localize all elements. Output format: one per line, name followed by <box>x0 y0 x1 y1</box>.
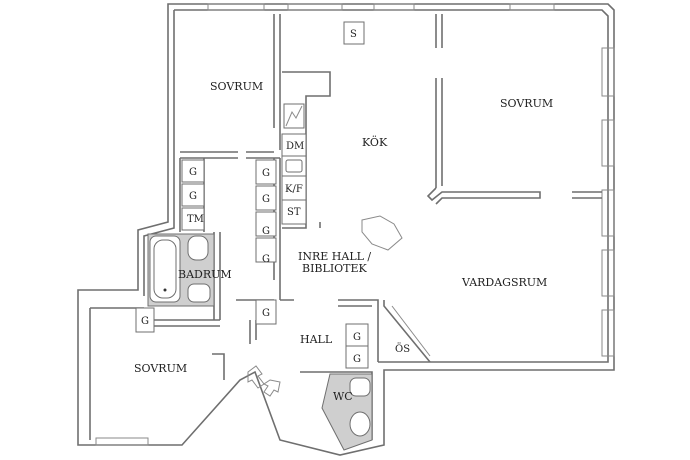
closet-g: G <box>353 332 361 343</box>
room-hall: HALL <box>300 333 333 346</box>
right-windows <box>601 47 615 357</box>
room-sovrum-bottom: SOVRUM <box>134 362 187 375</box>
fixture-st: ST <box>287 207 301 218</box>
room-inre-hall-line1: INRE HALL / <box>298 250 371 263</box>
stove-icon <box>283 103 305 129</box>
wc-toilet-icon <box>349 411 371 437</box>
room-wc: WC <box>333 390 353 403</box>
fixture-s: S <box>350 29 357 40</box>
closet-g: G <box>262 226 270 237</box>
closet-g: G <box>189 167 197 178</box>
closets <box>135 21 369 369</box>
labels: SOVRUM SOVRUM KÖK VARDAGSRUM INRE HALL /… <box>134 29 553 403</box>
bathroom <box>147 233 215 307</box>
fixture-dm: DM <box>286 141 304 152</box>
closet-g: G <box>141 316 149 327</box>
closet-g: G <box>262 194 270 205</box>
room-vardagsrum: VARDAGSRUM <box>461 276 547 289</box>
fixture-kf: K/F <box>285 184 303 195</box>
room-kok: KÖK <box>362 135 388 149</box>
kitchen-fixtures <box>281 103 307 225</box>
wc-basin-icon <box>349 377 371 397</box>
toilet-icon <box>187 235 209 261</box>
closet-g: G <box>189 191 197 202</box>
entrance-arrows <box>247 365 281 397</box>
sink-icon <box>285 159 303 173</box>
closet-g: G <box>262 308 270 319</box>
room-badrum: BADRUM <box>178 268 232 281</box>
closet-g: G <box>353 354 361 365</box>
room-inre-hall-line2: BIBLIOTEK <box>302 262 368 275</box>
closet-g: G <box>262 254 270 265</box>
room-sovrum-right: SOVRUM <box>500 97 553 110</box>
interior-walls <box>89 14 602 440</box>
basin-icon <box>187 283 211 303</box>
closet-g: G <box>262 168 270 179</box>
fixture-tm: TM <box>187 214 204 225</box>
wc-room <box>321 373 373 451</box>
top-windows <box>95 3 555 446</box>
fixture-os: ÖS <box>395 343 410 355</box>
room-sovrum-top: SOVRUM <box>210 80 263 93</box>
